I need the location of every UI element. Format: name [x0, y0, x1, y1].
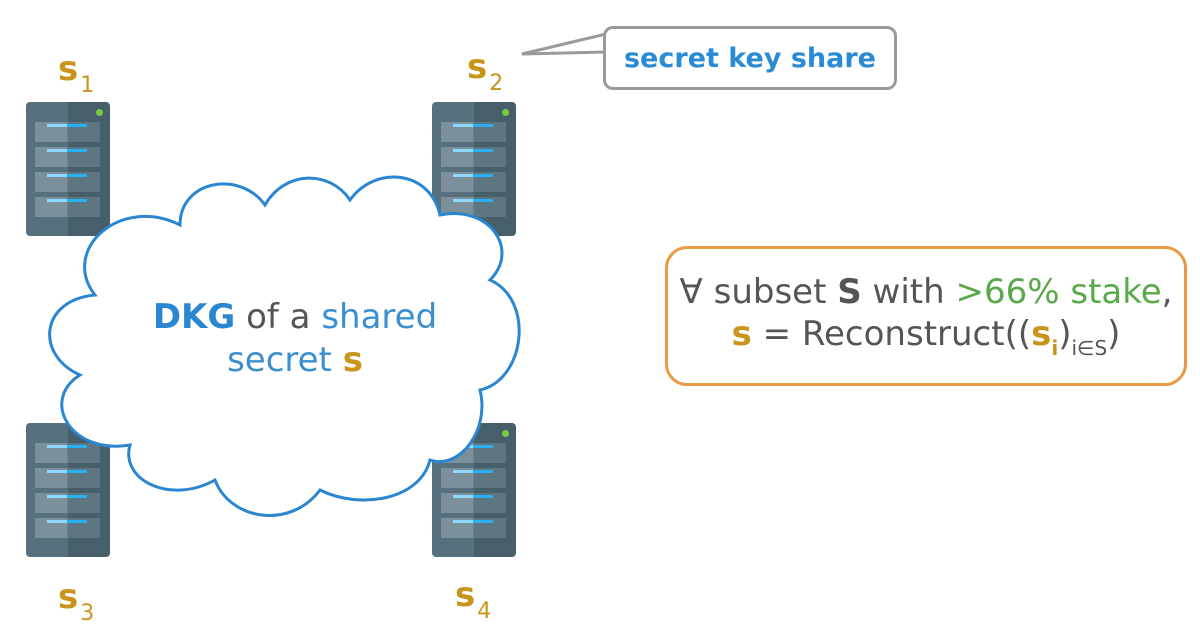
- formula-box: ∀ subset S with >66% stake, s = Reconstr…: [665, 246, 1187, 386]
- server-label-1: s1: [58, 49, 95, 98]
- server-label-3: s3: [58, 577, 95, 626]
- server-label-4: s4: [455, 575, 492, 624]
- status-led-icon: [502, 430, 509, 437]
- callout-box: secret key share: [603, 26, 897, 90]
- callout-pointer: [521, 32, 607, 56]
- callout-text: secret key share: [623, 42, 876, 74]
- status-led-icon: [502, 109, 509, 116]
- cloud-text: DKG of a shared secret s: [152, 297, 438, 380]
- server-icon: [26, 102, 110, 236]
- server-icon: [432, 102, 516, 236]
- status-led-icon: [96, 109, 103, 116]
- formula-line-2: s = Reconstruct((si)i∈S): [731, 314, 1121, 361]
- formula-line-1: ∀ subset S with >66% stake,: [679, 271, 1173, 312]
- server-label-2: s2: [467, 47, 504, 96]
- server-icon: [26, 423, 110, 557]
